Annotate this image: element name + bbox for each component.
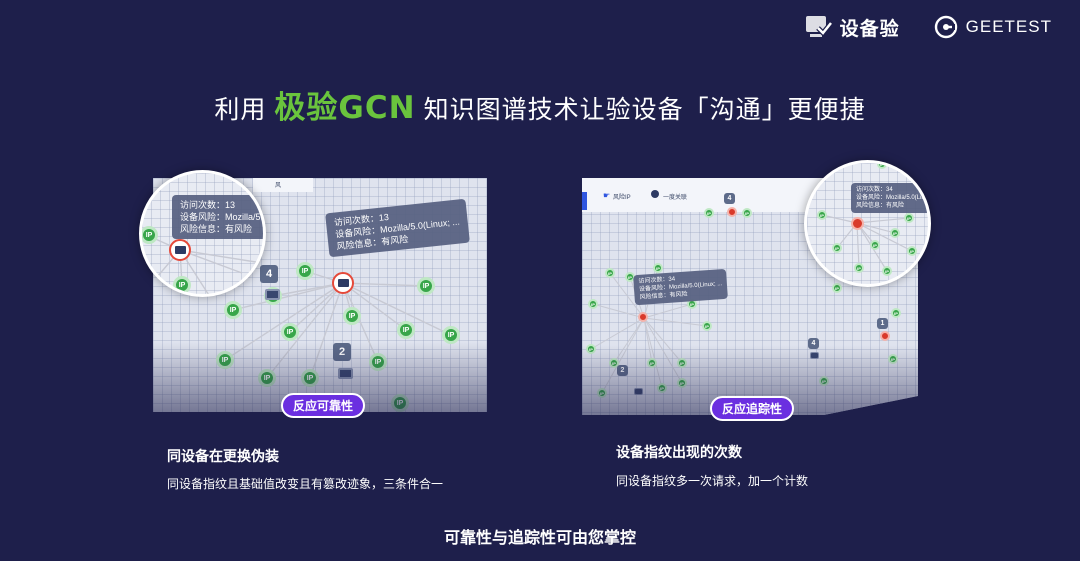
right-zoom-lens: IP IP IP IP IP IP IP IP IP 访问次数：34 设备风险：… <box>804 160 931 287</box>
ip-node[interactable]: IP <box>882 266 892 276</box>
left-topbar <box>253 178 313 192</box>
right-topbar-accent <box>582 192 587 210</box>
ip-node[interactable]: IP <box>397 321 415 339</box>
count-badge: 4 <box>808 338 819 349</box>
device-check-icon <box>805 16 832 37</box>
ip-node[interactable]: IP <box>904 213 914 223</box>
zoom-tooltip-risk: 设备风险：Mozilla/5.0 <box>180 212 266 222</box>
left-topbar-label: 风 <box>275 183 282 189</box>
zoom-edges <box>821 214 913 272</box>
geetest-logo[interactable]: GEETEST <box>934 15 1052 39</box>
brand-name: 设备验 <box>839 17 900 40</box>
ip-node[interactable]: IP <box>281 323 299 341</box>
risk-device-node[interactable] <box>727 207 737 217</box>
left-zoom-lens: IP IP 访问次数：13 设备风险：Mozilla/5.0 风险信息：有风险 <box>139 170 266 297</box>
count-badge: 1 <box>877 318 888 329</box>
right-caption-title: 设备指纹出现的次数 <box>616 445 742 461</box>
ip-node[interactable]: IP <box>142 226 158 244</box>
ip-node[interactable]: IP <box>173 276 191 294</box>
risk-device-node[interactable] <box>638 312 648 322</box>
ip-node[interactable]: IP <box>605 268 615 278</box>
ip-node[interactable]: IP <box>854 263 864 273</box>
ip-node[interactable]: IP <box>817 210 827 220</box>
zoom-tooltip-risk: 设备风险：Mozilla/5.0(Linux <box>856 195 931 201</box>
ip-node[interactable]: IP <box>224 301 242 319</box>
count-badge: 4 <box>260 265 278 283</box>
left-caption-desc: 同设备指纹且基础值改变且有篡改迹象，三条件合一 <box>167 477 444 491</box>
headline-prefix: 利用 <box>214 95 267 124</box>
traceability-pill[interactable]: 反应追踪性 <box>710 396 795 421</box>
header: 设备验 GEETEST <box>804 12 1052 42</box>
ip-node[interactable]: IP <box>870 240 880 250</box>
zoom-tooltip-visits: 访问次数：13 <box>180 200 236 210</box>
risk-device-node[interactable] <box>169 239 191 261</box>
ip-node[interactable]: IP <box>653 263 663 273</box>
zoom-tooltip-visits: 访问次数：34 <box>856 187 893 193</box>
ip-node[interactable]: IP <box>907 246 917 256</box>
geetest-logo-icon <box>934 15 957 39</box>
headline-suffix: 知识图谱技术让验设备「沟通」更便捷 <box>423 95 866 124</box>
ip-node[interactable]: IP <box>296 262 314 280</box>
zoom-tooltip-info: 风险信息：有风险 <box>180 224 253 234</box>
footer-tagline: 可靠性与追踪性可由您掌控 <box>443 528 636 547</box>
ip-node[interactable]: IP <box>832 243 842 253</box>
risk-device-node[interactable] <box>851 217 864 230</box>
count-badge: 4 <box>724 193 735 204</box>
device-icon[interactable] <box>265 289 280 300</box>
ip-node[interactable]: IP <box>343 307 361 325</box>
risk-device-node[interactable] <box>880 331 890 341</box>
ip-node[interactable]: IP <box>704 208 714 218</box>
risk-device-node[interactable] <box>332 272 354 294</box>
right-topbar-label2[interactable]: 一度关联 <box>663 195 688 201</box>
info-icon <box>651 190 659 198</box>
ip-node[interactable]: IP <box>417 277 435 295</box>
ip-node[interactable]: IP <box>890 228 900 238</box>
geetest-wordmark: GEETEST <box>965 17 1052 36</box>
ip-node[interactable]: IP <box>588 299 598 309</box>
ip-node[interactable]: IP <box>891 308 901 318</box>
right-caption-desc: 同设备指纹多一次请求，加一个计数 <box>616 474 809 488</box>
right-topbar-label[interactable]: 风险IP <box>613 195 631 201</box>
hand-icon: ☛ <box>603 191 611 200</box>
brand[interactable]: 设备验 <box>804 14 900 41</box>
left-caption-title: 同设备在更换伪装 <box>167 449 279 465</box>
ip-node[interactable]: IP <box>832 283 842 293</box>
zoom-tooltip: 访问次数：34 设备风险：Mozilla/5.0(Linux 风险信息：有风险 <box>851 183 931 213</box>
ip-node[interactable]: IP <box>702 321 712 331</box>
headline-highlight: 极验GCN <box>274 90 416 126</box>
reliability-pill[interactable]: 反应可靠性 <box>281 393 366 418</box>
zoom-tooltip: 访问次数：13 设备风险：Mozilla/5.0 风险信息：有风险 <box>172 195 266 239</box>
ip-node[interactable]: IP <box>742 208 752 218</box>
ip-node[interactable]: IP <box>877 163 887 169</box>
zoom-tooltip-info: 风险信息：有风险 <box>856 203 905 209</box>
